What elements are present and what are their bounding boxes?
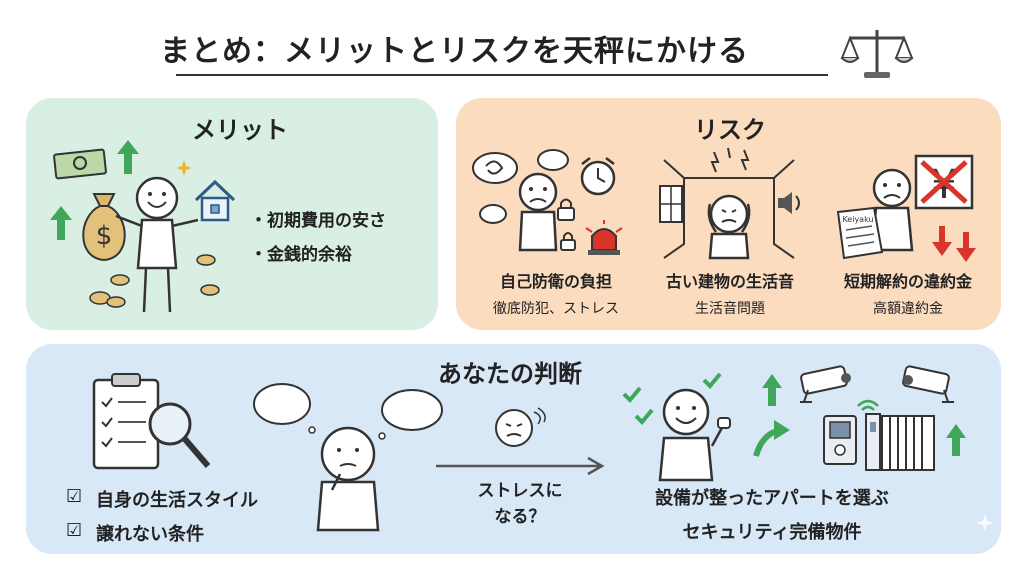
padlock-icon <box>560 232 576 251</box>
alarm-light-icon <box>585 220 623 255</box>
curved-up-arrow-icon <box>753 420 790 457</box>
scale-icon <box>840 30 914 78</box>
intercom-icon <box>823 415 857 465</box>
merit-bullet-cost: ・初期費用の安さ <box>250 211 386 231</box>
check-icon: ☑ <box>66 520 83 541</box>
sad-person-icon <box>870 168 914 252</box>
thought-bubble-icon <box>537 149 569 171</box>
check-icon: ☑ <box>66 486 83 507</box>
worried-person-icon <box>518 172 558 252</box>
noisy-room-icon <box>659 147 800 260</box>
up-arrow-icon <box>50 206 72 240</box>
risk-label-penalty: 短期解約の違約金 <box>843 272 972 291</box>
padlock-icon <box>557 198 575 221</box>
svg-text:$: $ <box>96 221 113 251</box>
forbidden-yen-icon: ¥ <box>914 154 974 210</box>
clipboard-checklist-icon <box>92 373 160 470</box>
money-bill-icon <box>53 148 107 180</box>
house-icon <box>194 179 236 222</box>
choice-equipped-apartment: 設備が整ったアパートを選ぶ <box>655 488 889 509</box>
coin-icon <box>89 274 130 308</box>
risk-sub-noise: 生活音問題 <box>695 301 765 317</box>
stressed-face-icon <box>495 407 546 447</box>
risk-sub-penalty: 高額違約金 <box>873 301 943 317</box>
thought-bubble-icon <box>472 152 518 184</box>
down-arrow-icon <box>932 226 952 256</box>
check-conditions: 譲れない条件 <box>96 524 204 545</box>
person-happy-icon <box>115 176 199 313</box>
merit-bullet-money: ・金銭的余裕 <box>250 245 352 265</box>
merit-heading: メリット <box>192 116 288 144</box>
down-arrow-icon <box>956 232 976 262</box>
page-title: まとめ：メリットとリスクを天秤にかける <box>160 34 749 69</box>
right-arrow-icon <box>436 456 605 476</box>
coin-icon <box>196 254 220 296</box>
title-underline <box>176 74 828 76</box>
up-arrow-icon <box>117 140 139 174</box>
contract-document-icon: Keiyaku <box>836 206 884 260</box>
auto-lock-door-icon <box>865 413 935 471</box>
choice-security-property: セキュリティ完備物件 <box>682 522 862 543</box>
magnifier-icon <box>148 402 211 468</box>
up-arrow-icon <box>946 424 966 456</box>
alarm-clock-icon <box>580 157 616 196</box>
thinking-person-icon <box>253 383 443 532</box>
contract-text: Keiyaku <box>842 215 873 224</box>
judgement-heading: あなたの判断 <box>438 360 582 388</box>
money-bag-icon: $ <box>82 193 126 262</box>
risk-label-noise: 古い建物の生活音 <box>665 272 794 291</box>
up-arrow-icon <box>762 374 782 406</box>
wifi-signal-icon <box>857 399 879 411</box>
risk-sub-self-defense: 徹底防犯、ストレス <box>493 301 619 317</box>
stress-question: ストレスに なる？ <box>477 481 563 527</box>
sparkle-icon <box>976 514 994 532</box>
risk-heading: リスク <box>694 116 766 144</box>
check-lifestyle: 自身の生活スタイル <box>96 490 258 511</box>
confident-person-icon <box>622 372 731 482</box>
security-camera-icon <box>800 365 851 403</box>
sparkle-icon <box>176 160 192 176</box>
thought-bubble-icon <box>479 204 507 224</box>
risk-label-self-defense: 自己防衛の負担 <box>499 272 612 291</box>
security-camera-icon <box>902 365 954 403</box>
